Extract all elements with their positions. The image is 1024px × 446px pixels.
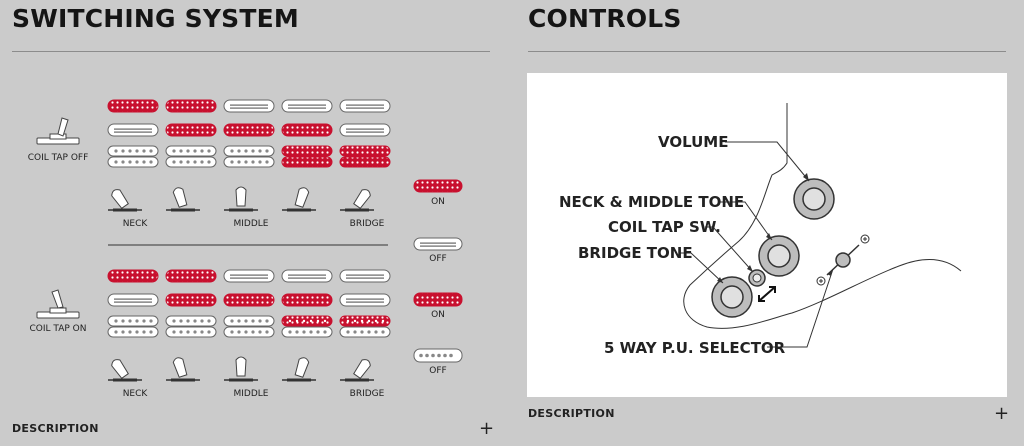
blade-switch-lever-icon <box>294 357 310 378</box>
single-coil-off-icon <box>339 99 391 113</box>
blade-switch-icon <box>816 234 870 286</box>
blade-switch-lever-icon <box>353 359 371 379</box>
humbucker-coil-off-icon <box>107 145 159 157</box>
controls-diagram-svg: VOLUME NECK & MIDDLE TONE COIL TAP SW. B… <box>559 103 962 357</box>
single-coil-off-icon <box>281 99 333 113</box>
blade-switch-lever-icon <box>294 187 310 208</box>
blade-switch-lever-icon <box>353 189 371 209</box>
controls-diagram: VOLUME NECK & MIDDLE TONE COIL TAP SW. B… <box>527 73 1007 397</box>
position-label: MIDDLE <box>234 219 269 229</box>
single-coil-off-icon <box>107 123 159 137</box>
legend-humbucker-on-icon <box>413 292 463 307</box>
blade-switch-lever-icon <box>111 359 129 379</box>
position-label: NECK <box>123 219 149 229</box>
single-coil-on-icon <box>107 269 159 283</box>
plus-icon-controls[interactable]: + <box>994 403 1010 424</box>
coil-tap-switch-icon <box>748 269 766 287</box>
legend-on-label-2: ON <box>431 310 445 320</box>
controls-title-divider <box>528 51 1006 52</box>
humbucker-coil-on-icon <box>281 145 333 157</box>
single-coil-on-icon <box>281 123 333 137</box>
humbucker-coil-on-icon <box>339 315 391 327</box>
blade-switch-lever-icon <box>172 187 188 208</box>
single-coil-off-icon <box>339 123 391 137</box>
humbucker-coil-off-icon <box>281 326 333 338</box>
controls-description-toggle[interactable]: DESCRIPTION <box>528 407 615 420</box>
bridge-tone-knob-icon <box>711 276 753 318</box>
switching-diagram: NECK MIDDLE BRIDGE NECK MIDDLE BRIDGE COIL TA… <box>0 60 510 410</box>
coil-tap-sw-label: COIL TAP SW. <box>608 218 721 236</box>
single-coil-on-icon <box>107 99 159 113</box>
humbucker-coil-off-icon <box>165 156 217 168</box>
neck-middle-tone-knob-icon <box>758 235 800 277</box>
coil-tap-on-label: COIL TAP ON <box>30 324 87 334</box>
humbucker-coil-off-icon <box>107 315 159 327</box>
humbucker-coil-on-icon <box>339 145 391 157</box>
humbucker-coil-off-icon <box>339 326 391 338</box>
title-divider <box>12 51 490 52</box>
plus-icon[interactable]: + <box>479 418 495 439</box>
coil-tap-off-label: COIL TAP OFF <box>28 153 89 163</box>
blade-switch-lever-icon <box>172 357 188 378</box>
controls-title: CONTROLS <box>528 4 682 33</box>
blade-switch-lever-icon <box>235 186 247 207</box>
legend-off-label: OFF <box>429 254 446 264</box>
single-coil-on-icon <box>281 293 333 307</box>
humbucker-coil-on-icon <box>339 156 391 168</box>
legend-on-label: ON <box>431 197 445 207</box>
single-coil-off-icon <box>223 99 275 113</box>
single-coil-on-icon <box>223 123 275 137</box>
single-coil-off-icon <box>281 269 333 283</box>
switching-system-title: SWITCHING SYSTEM <box>12 4 299 33</box>
coil-tap-off-toggle-icon <box>36 117 80 145</box>
position-label: NECK <box>123 389 149 399</box>
position-label: BRIDGE <box>350 389 385 399</box>
position-label: MIDDLE <box>234 389 269 399</box>
volume-label: VOLUME <box>658 133 728 151</box>
humbucker-coil-off-icon <box>107 156 159 168</box>
single-coil-on-icon <box>223 293 275 307</box>
volume-knob-icon <box>793 178 835 220</box>
selector-label: 5 WAY P.U. SELECTOR <box>604 339 786 357</box>
single-coil-off-icon <box>223 269 275 283</box>
humbucker-coil-off-icon <box>223 156 275 168</box>
legend-single-off-icon <box>413 237 463 251</box>
humbucker-coil-off-icon <box>165 326 217 338</box>
single-coil-on-icon <box>165 269 217 283</box>
blade-switch-lever-icon <box>111 189 129 209</box>
push-pull-arrow-icon <box>758 286 776 302</box>
single-coil-on-icon <box>165 99 217 113</box>
humbucker-coil-on-icon <box>281 315 333 327</box>
neck-middle-tone-label: NECK & MIDDLE TONE <box>559 193 744 211</box>
position-label: BRIDGE <box>350 219 385 229</box>
single-coil-off-icon <box>107 293 159 307</box>
guitar-body-outline <box>683 103 962 329</box>
legend: ON OFF ON OFF <box>413 179 463 376</box>
humbucker-coil-off-icon <box>223 145 275 157</box>
legend-off-label-2: OFF <box>429 366 446 376</box>
single-coil-off-icon <box>339 269 391 283</box>
switching-diagram-svg: NECK MIDDLE BRIDGE NECK MIDDLE BRIDGE COIL TA… <box>28 99 463 399</box>
coil-tap-on-toggle-icon <box>36 289 80 319</box>
humbucker-coil-off-icon <box>107 326 159 338</box>
single-coil-on-icon <box>165 123 217 137</box>
humbucker-coil-on-icon <box>281 156 333 168</box>
single-coil-on-icon <box>165 293 217 307</box>
legend-single-on-icon <box>413 179 463 193</box>
humbucker-coil-off-icon <box>165 315 217 327</box>
switching-description-toggle[interactable]: DESCRIPTION <box>12 422 99 435</box>
humbucker-coil-off-icon <box>223 315 275 327</box>
single-coil-off-icon <box>339 293 391 307</box>
humbucker-coil-off-icon <box>165 145 217 157</box>
bridge-tone-label: BRIDGE TONE <box>578 244 693 262</box>
humbucker-coil-off-icon <box>223 326 275 338</box>
blade-switch-lever-icon <box>235 356 247 377</box>
